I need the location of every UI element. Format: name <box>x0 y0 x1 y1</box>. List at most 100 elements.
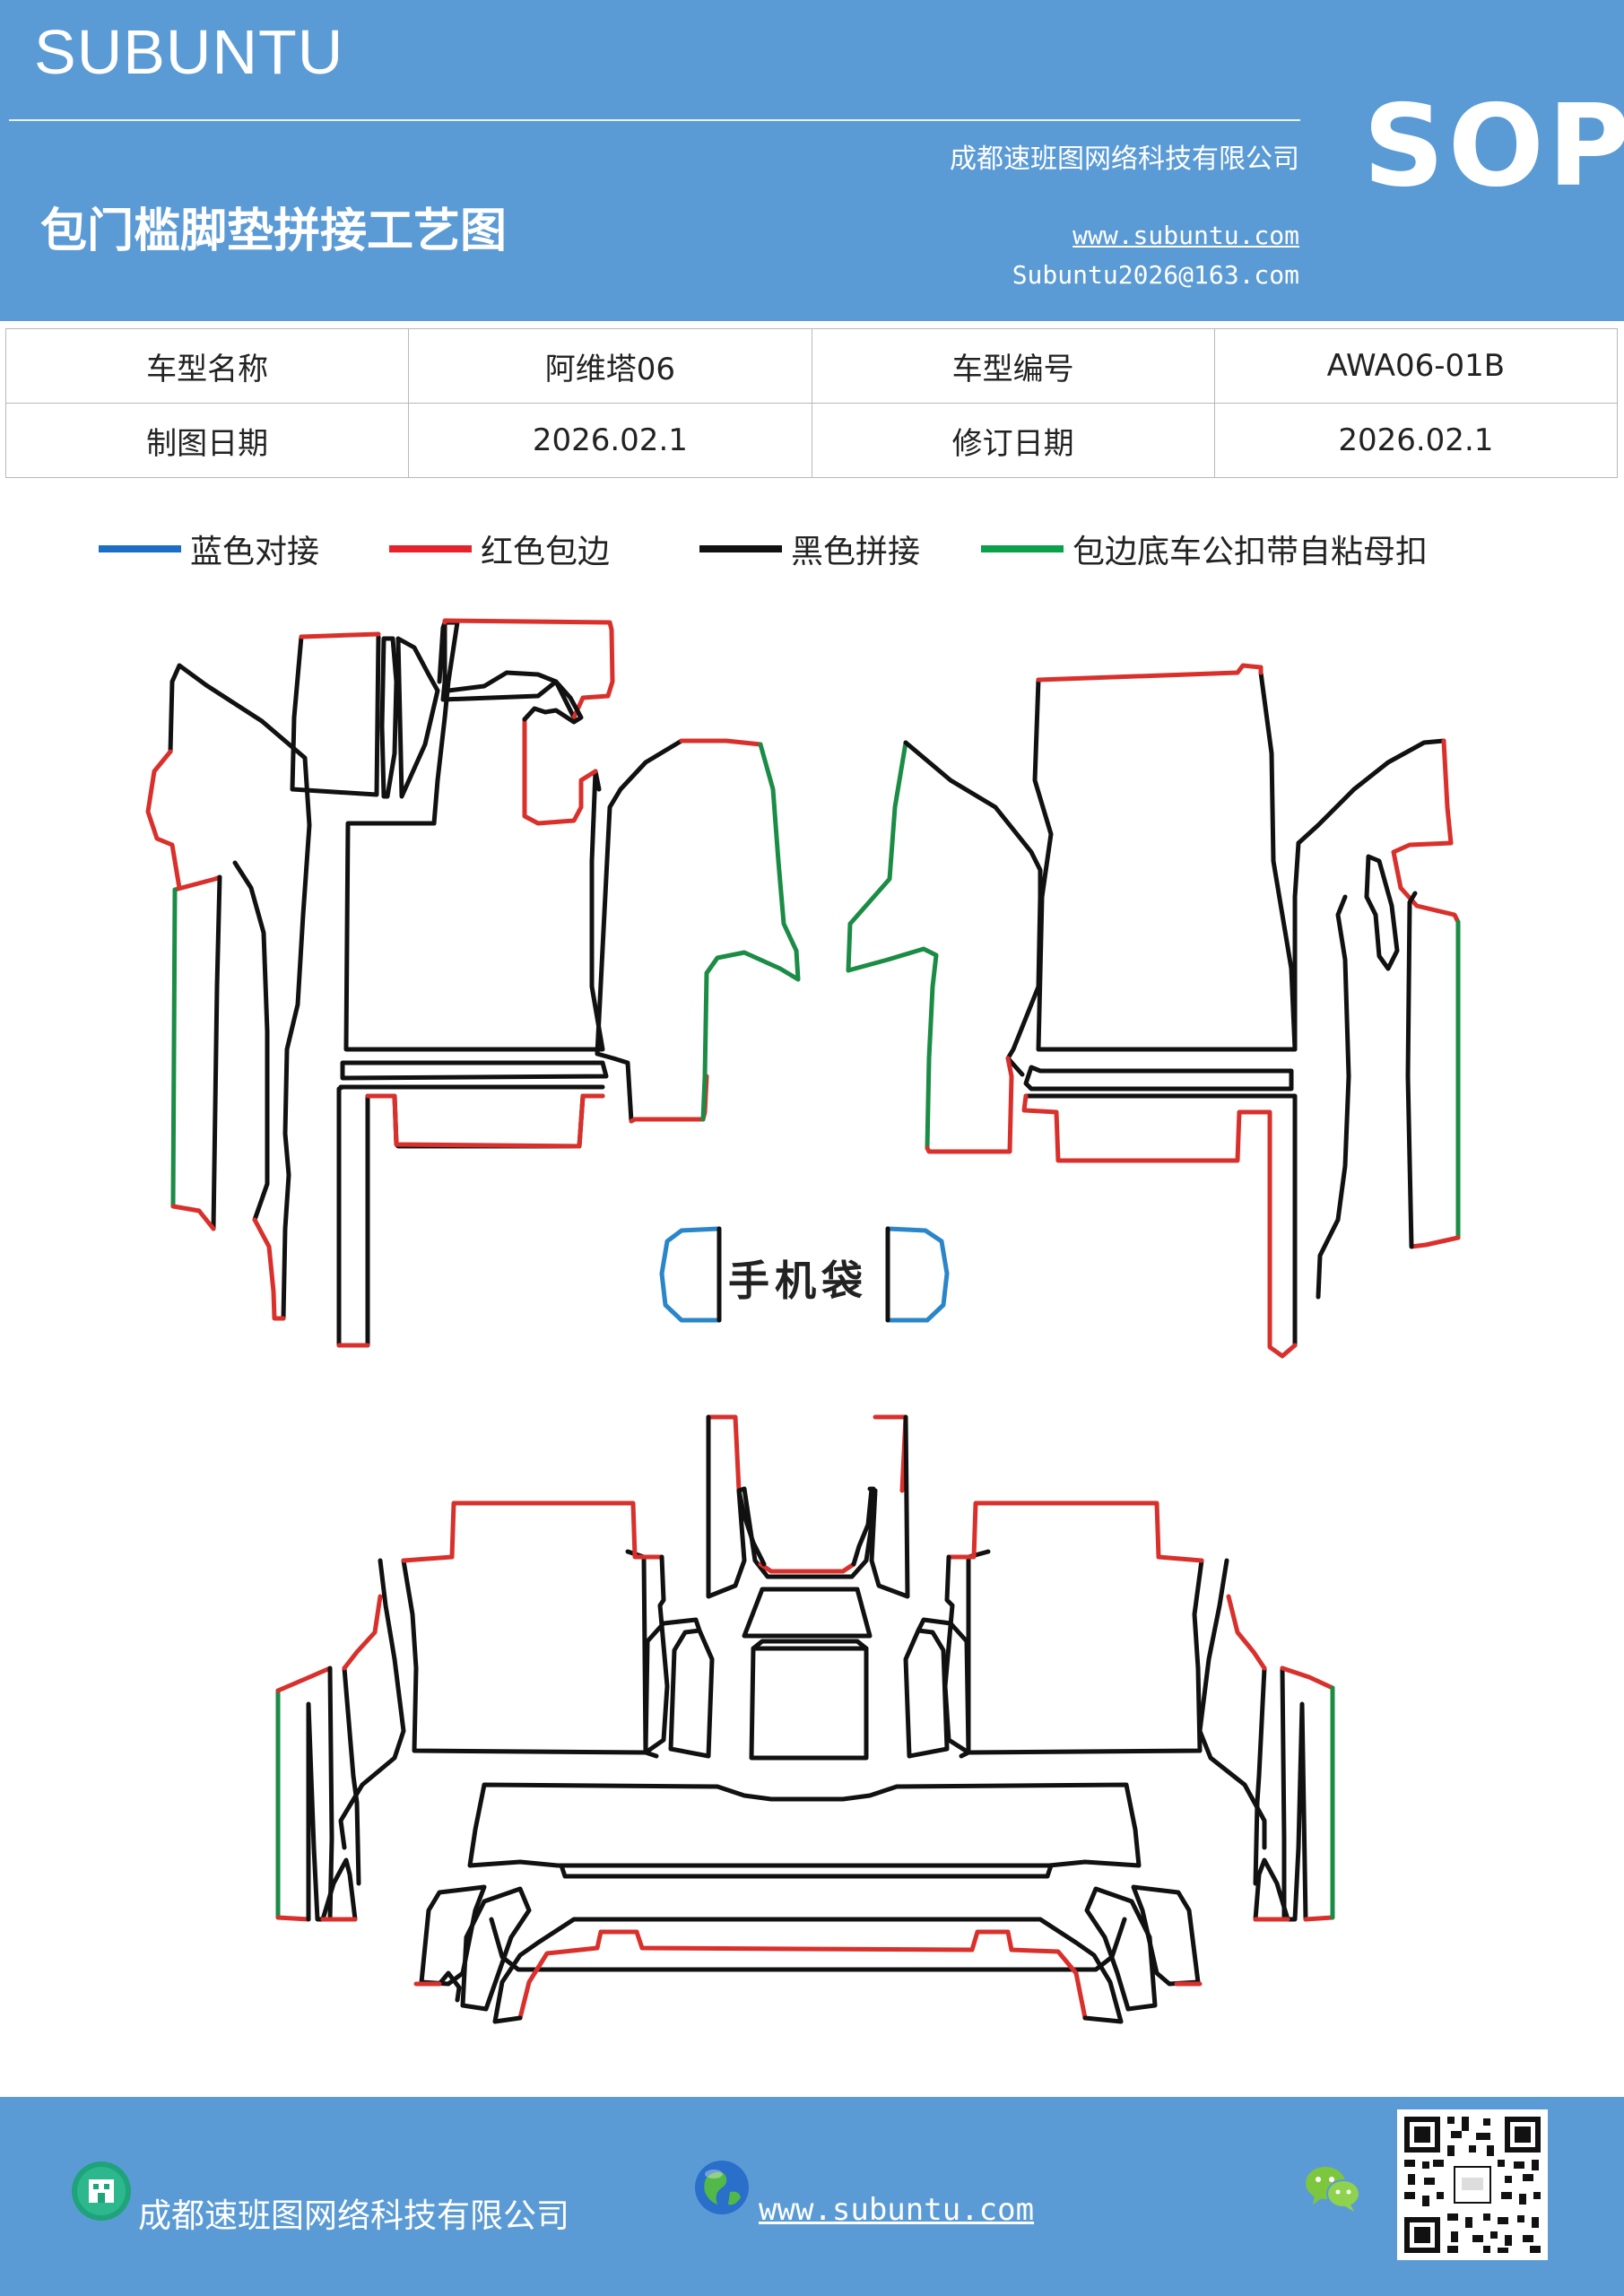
rear-mat-group <box>275 1414 1335 2024</box>
table-row: 车型名称 阿维塔06 车型编号 AWA06-01B <box>4 328 1619 404</box>
rear-left-main-red <box>401 1500 664 1563</box>
phone-pocket-label: 手机袋 <box>728 1257 868 1305</box>
front-right-sill-red <box>1391 738 1461 925</box>
front-right-main-mat-red <box>1036 663 1264 683</box>
rear-console <box>706 1414 747 1599</box>
table-row: 制图日期 2026.02.1 修订日期 2026.02.1 <box>4 403 1619 478</box>
footer-company: 成都速班图网络科技有限公司 <box>138 2196 569 2235</box>
model-code-value: AWA06-01B <box>1213 328 1619 404</box>
sill-strip-left-inner-red <box>252 1217 286 1321</box>
door-panel-1-red <box>299 631 381 639</box>
front-right-strip-red <box>1021 1093 1298 1359</box>
front-right-mat-group <box>846 663 1461 1359</box>
sill-strip-left-inner <box>232 860 270 1222</box>
front-right-tunnel <box>903 740 1043 1077</box>
front-right-sill-inner <box>1292 840 1418 1249</box>
door-panel-1 <box>290 634 381 797</box>
rear-left-sill-2-red <box>342 1594 383 1671</box>
rear-right-main-2 <box>942 1554 971 1755</box>
sop-mark: SOP <box>1363 80 1624 212</box>
sill-strip-left-green <box>170 887 178 1209</box>
phone-pocket-left <box>659 1226 722 1323</box>
rear-arc-red <box>517 1929 1088 2021</box>
sill-strip-left-outer-red <box>172 874 222 892</box>
rear-arc-close-r <box>1082 2015 1124 2024</box>
legend-label: 蓝色对接 <box>190 534 320 570</box>
front-left-footrest-red <box>442 618 615 826</box>
model-name-value: 阿维塔06 <box>408 328 812 404</box>
footer-website-link[interactable]: www.subuntu.com <box>759 2192 1035 2228</box>
legend-swatch-green <box>981 545 1064 552</box>
rear-console-seat <box>742 1587 873 1639</box>
phone-pocket <box>659 1226 950 1323</box>
front-right-sill-inner3 <box>1316 894 1351 1300</box>
rear-bench-strip <box>467 1782 1142 1868</box>
front-right-tunnel-red <box>925 1056 1014 1154</box>
rear-right-main <box>966 1549 1204 1755</box>
rear-frag-l3 <box>437 1970 462 2003</box>
rear-left-sill <box>306 1665 334 1922</box>
rear-left-sill-tri <box>320 1857 358 1922</box>
front-left-footrest <box>440 620 577 720</box>
header-divider <box>9 119 1300 121</box>
front-left-tunnel-top-red <box>679 738 763 747</box>
front-right-main-mat <box>1032 670 1298 1052</box>
front-left-strip-red <box>336 1093 605 1348</box>
legend-label: 包边底车公扣带自粘母扣 <box>1073 534 1429 570</box>
rear-left-main-2 <box>643 1554 670 1755</box>
front-left-tunnel-outline <box>595 738 684 1057</box>
legend-item-blue: 蓝色对接 <box>99 527 319 570</box>
rear-console-box-top <box>751 1639 869 1651</box>
rear-right-sill-curve <box>1197 1558 1267 1850</box>
front-left-strip-3 <box>336 1084 345 1348</box>
door-panel-3 <box>395 636 440 799</box>
front-left-mat-group <box>145 618 801 1348</box>
globe-icon <box>695 2161 749 2214</box>
rear-frag-r2 <box>1084 1886 1158 2012</box>
rear-arc-outer <box>492 1917 1124 2024</box>
legend-swatch-red <box>389 545 472 552</box>
rear-console-red <box>706 1414 908 1493</box>
rear-frag-l2 <box>460 1886 532 2012</box>
sill-strip-left-bottom-red <box>170 1204 216 1231</box>
rear-right-main-red <box>946 1500 1204 1563</box>
legend-label: 黑色拼接 <box>791 534 921 570</box>
front-right-strip-1 <box>1023 1065 1294 1091</box>
rear-right-sill-2-red <box>1226 1594 1267 1671</box>
rear-right-sill <box>1280 1665 1308 1922</box>
header-website-link[interactable]: www.subuntu.com <box>1073 221 1299 250</box>
sill-strip-left <box>168 663 312 1321</box>
legend-item-black: 黑色拼接 <box>699 527 920 570</box>
rear-console-2 <box>867 1414 910 1599</box>
rear-frag-l1 <box>419 1884 487 1987</box>
rear-arc-close-l <box>492 2015 523 2024</box>
rear-left-sill-curve <box>338 1558 406 1850</box>
rear-bench-strip-2 <box>559 1863 1054 1879</box>
rear-console-outer <box>736 1486 874 1567</box>
front-left-footrest-curve <box>442 670 584 725</box>
door-panel-2 <box>379 636 399 799</box>
wechat-icon <box>1306 2167 1360 2212</box>
phone-pocket-right <box>885 1226 950 1323</box>
legend-swatch-black <box>699 545 782 552</box>
brand-name: SUBUNTU <box>34 17 344 87</box>
front-left-strip-4 <box>365 1093 605 1348</box>
front-right-sill-inner2 <box>1364 854 1400 971</box>
model-code-label: 车型编号 <box>811 328 1215 404</box>
front-right-strip-2 <box>1023 1093 1298 1348</box>
sill-strip-left-red <box>145 749 182 891</box>
header-email: Subuntu2026@163.com <box>1012 260 1299 290</box>
rear-left-sill-2 <box>342 1665 361 1886</box>
rear-left-main <box>401 1549 648 1755</box>
revise-date-value: 2026.02.1 <box>1213 403 1619 478</box>
rear-console-box <box>749 1646 869 1761</box>
vehicle-info-table: 车型名称 阿维塔06 车型编号 AWA06-01B 制图日期 2026.02.1… <box>4 328 1619 478</box>
draw-date-label: 制图日期 <box>4 403 410 478</box>
front-left-strip-1 <box>340 1060 609 1081</box>
legend-swatch-blue <box>99 545 181 552</box>
rear-arc-1 <box>489 1917 1127 1972</box>
rear-right-sill-red <box>1280 1665 1335 1922</box>
front-left-tunnel-green <box>700 742 801 1122</box>
draw-date-value: 2026.02.1 <box>408 403 812 478</box>
